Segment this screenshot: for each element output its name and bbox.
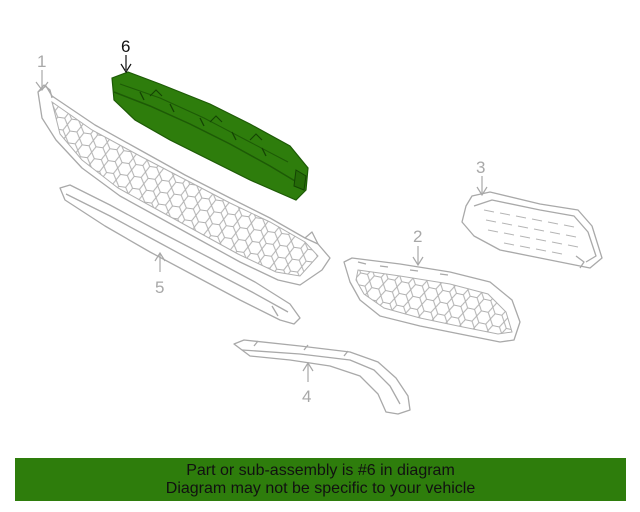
callout-1[interactable]: 1 xyxy=(37,52,46,71)
callout-2[interactable]: 2 xyxy=(413,227,422,246)
banner-line-1: Part or sub-assembly is #6 in diagram xyxy=(186,461,455,479)
callout-5[interactable]: 5 xyxy=(155,278,164,297)
callout-6[interactable]: 6 xyxy=(121,37,130,56)
info-banner: Part or sub-assembly is #6 in diagram Di… xyxy=(15,458,626,501)
part-2-left-insert[interactable] xyxy=(343,257,521,343)
part-3-right-insert[interactable] xyxy=(461,191,603,269)
part-6-reinforcement[interactable] xyxy=(111,71,309,201)
callout-3[interactable]: 3 xyxy=(476,158,485,177)
callout-leaders xyxy=(35,55,488,382)
part-4-trim-molding[interactable] xyxy=(233,339,411,415)
part-5-lower-strip[interactable] xyxy=(59,184,301,325)
callout-4[interactable]: 4 xyxy=(302,387,311,406)
slot-pattern xyxy=(483,209,579,255)
banner-line-2: Diagram may not be specific to your vehi… xyxy=(165,479,476,497)
part-1-lower-grille[interactable] xyxy=(37,84,331,286)
